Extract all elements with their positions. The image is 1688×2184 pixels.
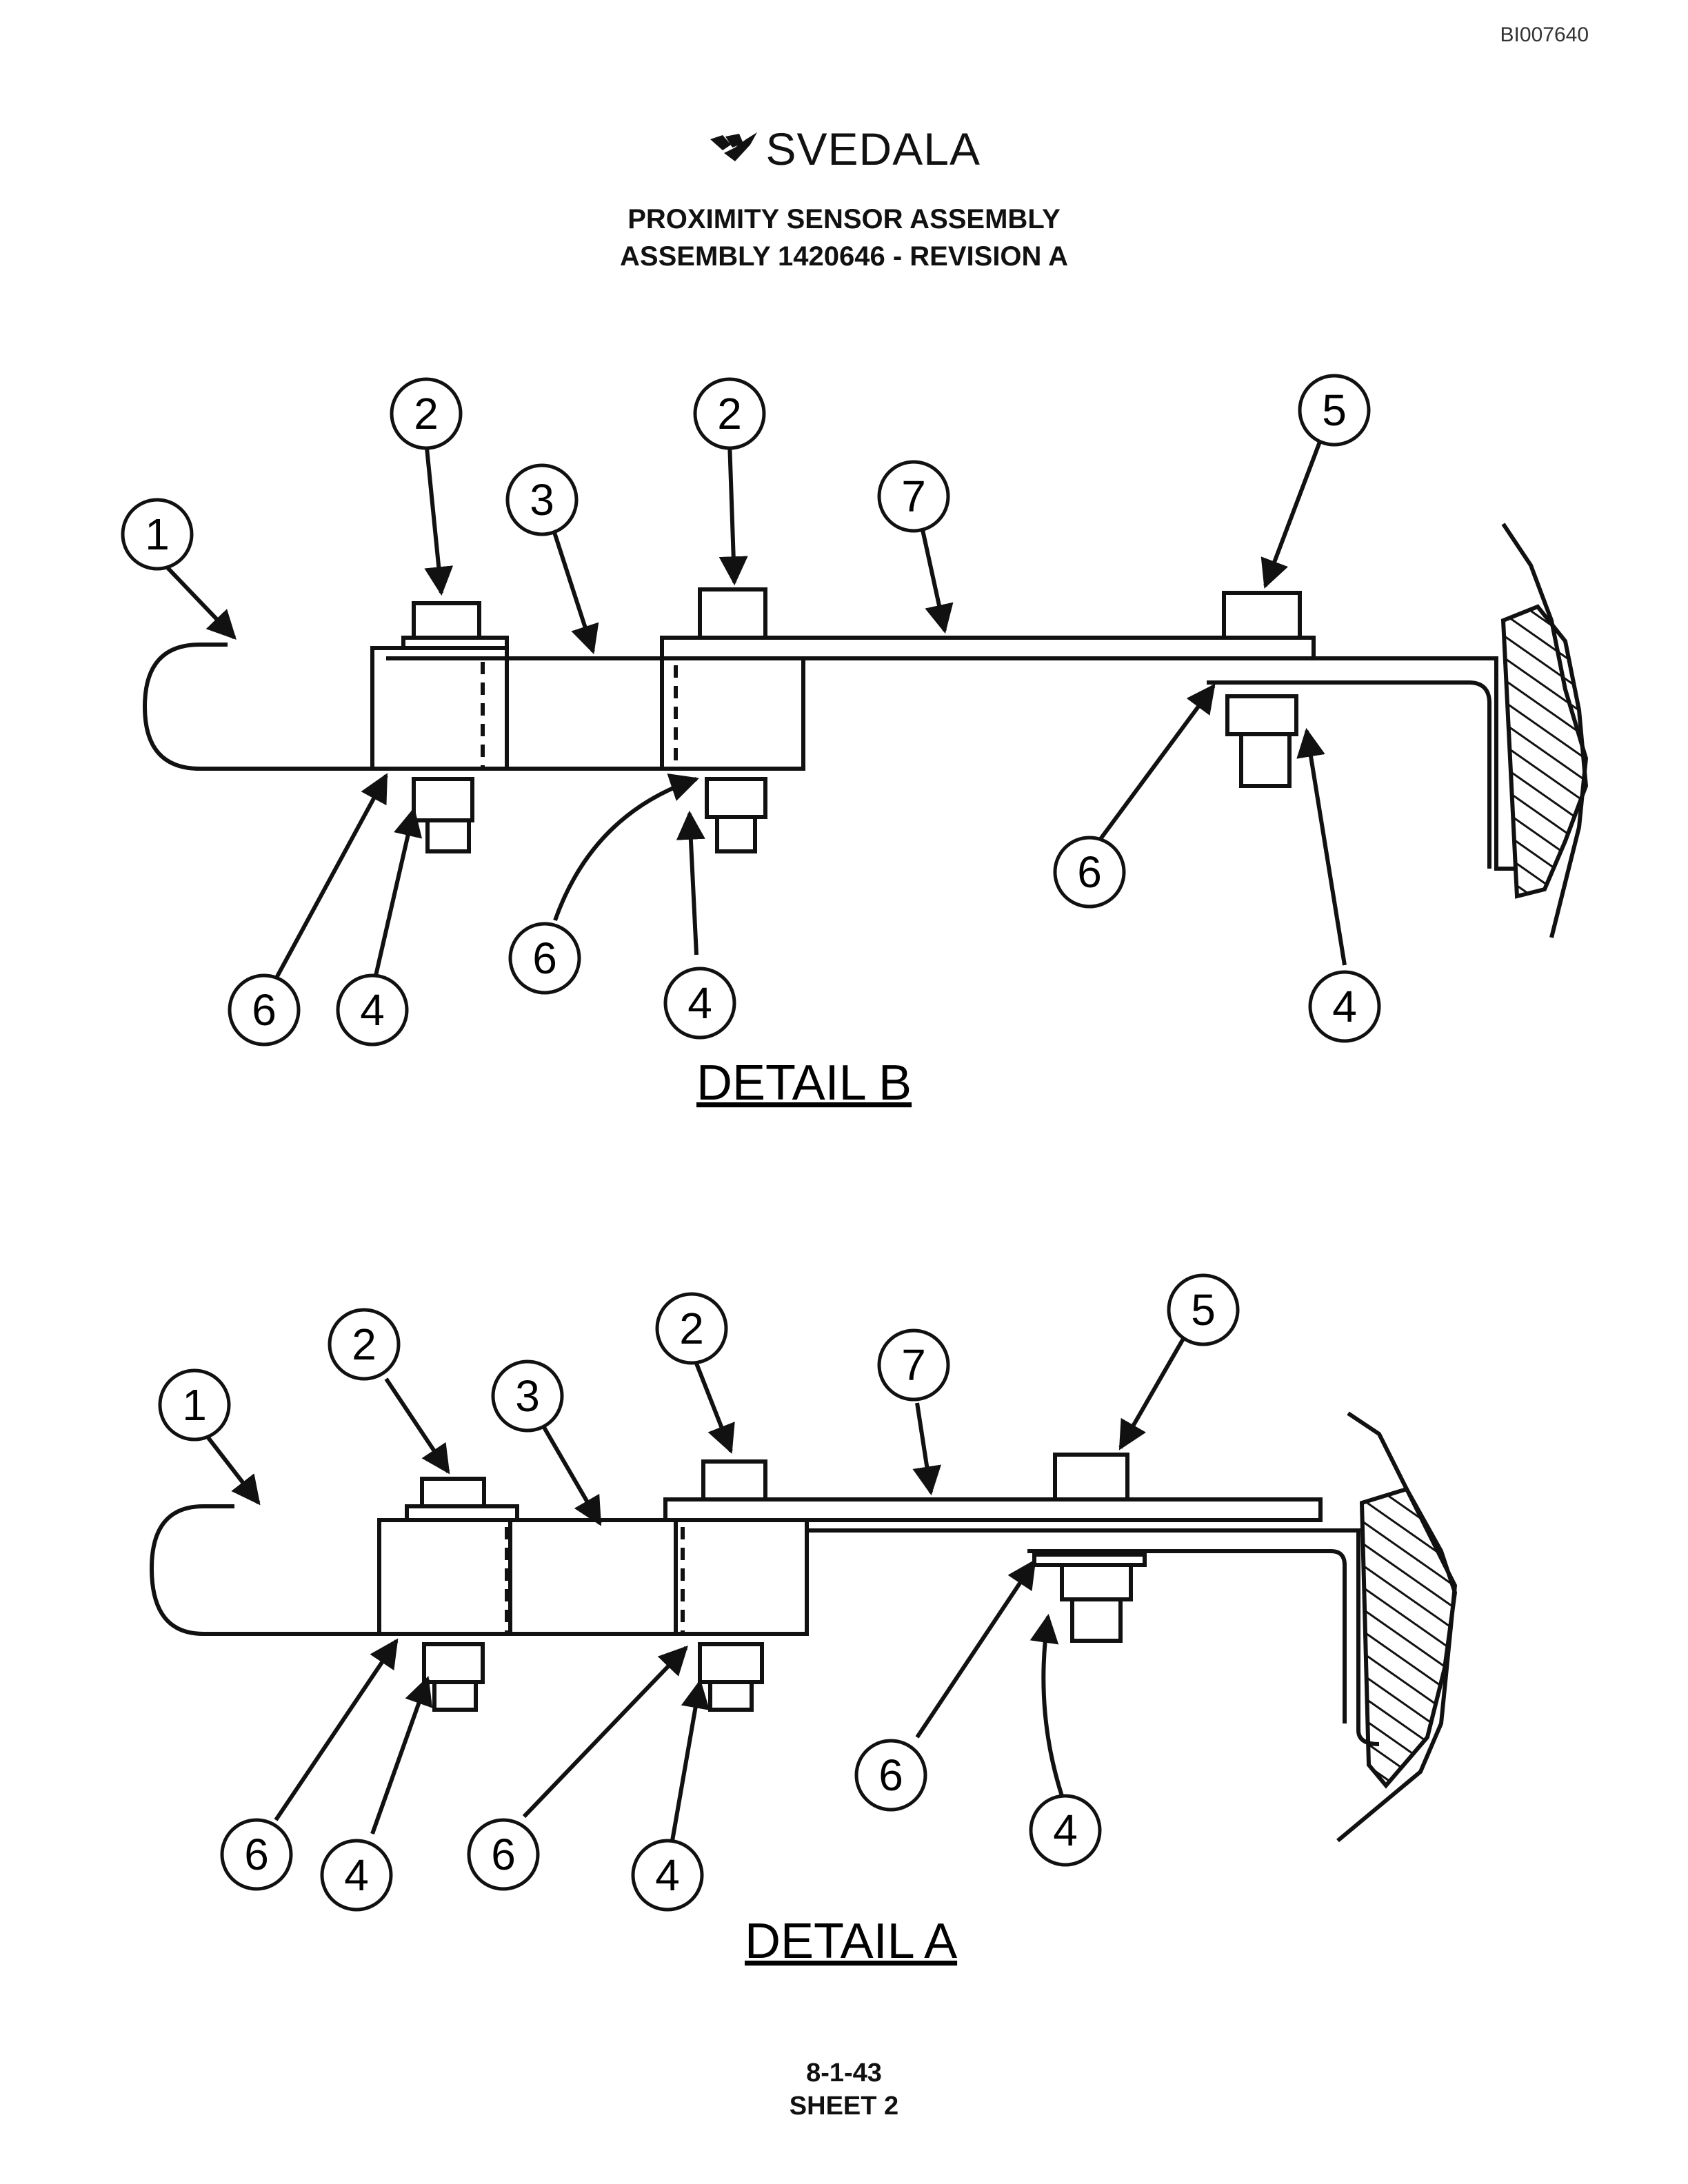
detail-a [149,1333,1458,1843]
callout-number: 7 [901,472,926,521]
document-id: BI007640 [1500,23,1589,46]
callout-balloon: 4 [663,967,736,1040]
nut [1053,1453,1129,1502]
callout-balloon: 2 [390,377,463,450]
callout-balloon: 6 [1053,836,1126,909]
callout-number: 6 [491,1830,516,1879]
detail-a-caption: DETAIL A [745,1914,957,1969]
callout-balloon: 4 [336,973,409,1046]
nut [1222,591,1302,640]
detail-b-callouts: 1 2 2 3 7 5 6 4 6 4 6 4 [121,374,1381,1046]
callout-number: 4 [655,1850,680,1900]
nut [412,601,481,640]
callout-balloon: 6 [220,1818,293,1891]
nut [1060,1563,1133,1601]
callout-balloon: 6 [467,1818,540,1891]
nut [698,587,767,640]
nut [698,1642,764,1684]
callout-balloon: 1 [158,1368,231,1442]
callout-number: 7 [901,1340,926,1390]
callout-balloon: 4 [631,1839,704,1912]
brand-name: SVEDALA [765,123,981,174]
callout-balloon: 7 [877,460,950,533]
callout-number: 3 [515,1371,540,1421]
callout-balloon: 5 [1298,374,1371,447]
callout-balloon: 4 [1308,970,1381,1043]
callout-number: 1 [145,509,170,559]
callout-number: 4 [1332,982,1357,1031]
callout-balloon: 7 [877,1328,950,1402]
brand-logo: SVEDALA [0,123,1688,175]
svedala-logo-icon [710,132,758,161]
callout-number: 6 [878,1750,903,1800]
callout-balloon: 4 [1029,1794,1102,1867]
detail-b-caption: DETAIL B [696,1055,912,1111]
detail-a-callouts: 1 2 2 3 7 5 6 4 6 4 6 4 [158,1273,1240,1912]
callout-number: 5 [1322,385,1347,435]
callout-number: 3 [530,475,554,525]
nut [1225,694,1298,736]
angle-bracket [803,656,1517,871]
sensor-tube [370,646,509,771]
document-title: PROXIMITY SENSOR ASSEMBLY [627,204,1061,234]
sensor-tube [377,1518,512,1636]
callout-number: 6 [532,933,557,983]
nut [705,777,767,819]
sensor-body [142,643,386,771]
callout-balloon: 6 [228,973,301,1046]
callout-balloon: 4 [320,1839,393,1912]
callout-number: 5 [1191,1285,1216,1335]
callout-balloon: 2 [693,377,766,450]
callout-number: 4 [360,985,385,1035]
callout-number: 6 [252,985,277,1035]
callout-number: 2 [352,1320,376,1369]
callout-number: 4 [344,1850,369,1900]
callout-number: 6 [244,1830,269,1879]
mounting-wall [1336,1411,1458,1843]
nut [701,1459,767,1502]
callout-balloon: 3 [491,1359,564,1433]
bracket-plate [663,1497,1323,1522]
callout-number: 4 [1053,1806,1078,1855]
callout-number: 2 [717,389,742,438]
assembly-number: ASSEMBLY 1420646 - REVISION A [620,241,1068,272]
callout-number: 2 [679,1304,704,1353]
nut [422,1642,485,1684]
callout-balloon: 2 [655,1292,728,1365]
callout-balloon: 3 [505,463,579,536]
callout-number: 1 [182,1380,207,1430]
nut [420,1477,486,1508]
callout-balloon: 2 [328,1308,401,1381]
callout-balloon: 1 [121,498,194,571]
nut [412,777,474,822]
bracket-plate [660,636,1316,660]
detail-b [142,429,1589,980]
sensor-body [149,1504,386,1636]
sheet-number: SHEET 2 [789,2092,899,2121]
callout-number: 4 [687,978,712,1028]
callout-balloon: 6 [854,1739,927,1812]
angle-bracket [807,1528,1380,1746]
callout-number: 2 [414,389,439,438]
page-number: 8-1-43 [806,2059,882,2087]
callout-balloon: 6 [508,922,581,995]
callout-number: 6 [1077,847,1102,897]
callout-balloon: 5 [1167,1273,1240,1346]
